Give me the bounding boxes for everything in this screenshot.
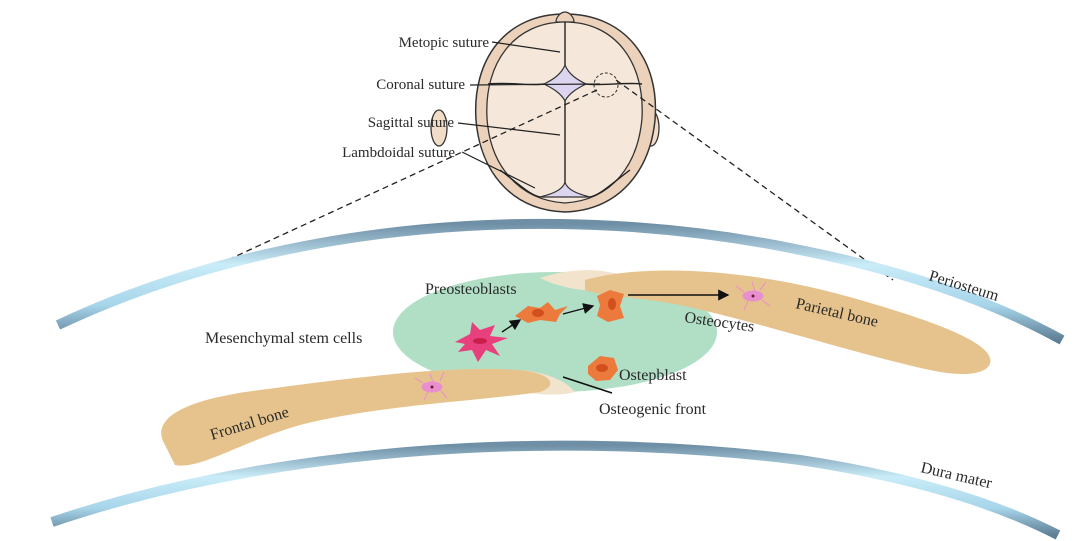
left-ear [430, 109, 448, 147]
osteoblast-cell [588, 356, 618, 381]
label-metopic-suture: Metopic suture [399, 35, 490, 51]
skull-top-view [430, 11, 660, 213]
periosteum-membrane [55, 218, 1065, 345]
coronal-leader [469, 83, 601, 86]
preosteoblast-cell [515, 302, 568, 323]
zoom-projection-left [181, 89, 598, 282]
osteogenic-front-leader [562, 376, 613, 394]
dura-mater-membrane [50, 440, 1061, 540]
metopic-leader [491, 41, 561, 53]
posterior-fontanelle [539, 181, 591, 198]
parietal-bone [585, 270, 991, 374]
label-mesenchymal-stem-cells: Mesenchymal stem cells [205, 330, 362, 347]
arrow-preosteoblast-to-osteoblast [562, 303, 595, 315]
osteocyte-frontal [414, 371, 448, 401]
label-osteoblast: Ostepblast [619, 367, 687, 384]
arrow-msc-to-preosteoblast [501, 319, 522, 333]
label-sagittal-suture: Sagittal suture [368, 115, 455, 131]
zoom-projection-right [615, 79, 894, 281]
sagittal-leader [457, 122, 561, 136]
label-coronal-suture: Coronal suture [376, 77, 465, 93]
label-lambdoidal-suture: Lambdoidal suture [342, 145, 455, 161]
osteocyte-parietal [735, 281, 771, 311]
zoom-region-circle [593, 72, 619, 98]
lambdoidal-leader [461, 151, 536, 189]
mesenchymal-stem-cell [455, 322, 508, 362]
maturing-osteoblast-cell [597, 290, 624, 322]
label-preosteoblasts: Preosteoblasts [425, 281, 517, 298]
label-osteogenic-front: Osteogenic front [599, 401, 707, 418]
frontal-bone [161, 368, 551, 466]
lambdoidal-suture-right [589, 169, 631, 198]
suture-mesenchyme [393, 272, 717, 392]
